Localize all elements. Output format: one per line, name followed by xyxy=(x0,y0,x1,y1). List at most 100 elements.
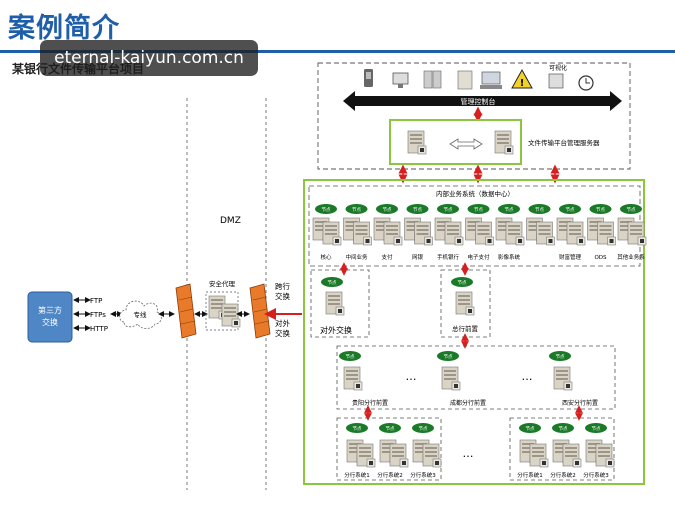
internal-title: 内部业务系统（数据中心） xyxy=(436,189,514,198)
proxy-label: 安全代理 xyxy=(209,279,236,288)
firewall-icon-right xyxy=(249,283,271,339)
phone-icon xyxy=(364,69,373,87)
node-badge xyxy=(339,351,361,361)
branch-server xyxy=(343,366,363,391)
system-server xyxy=(566,221,586,246)
watermark: eternal-kaiyun.com.cn xyxy=(40,40,258,76)
sub-branch-server xyxy=(529,443,549,468)
node-badge xyxy=(559,204,581,214)
system-server xyxy=(322,221,342,246)
external-label-1: 对外 xyxy=(275,318,290,328)
node-badge-label: 节点 xyxy=(627,207,636,213)
branch-label-0: 贵阳分行前置 xyxy=(352,399,388,407)
system-label-9: ODS xyxy=(594,255,607,261)
sub-branch-label: 分行系统2 xyxy=(550,471,576,479)
sub-branch-server xyxy=(422,443,442,468)
external-server xyxy=(325,291,345,316)
console-label: 管理控制台 xyxy=(461,97,496,106)
system-server xyxy=(505,221,525,246)
node-badge-label: 节点 xyxy=(352,207,361,213)
internal-zone xyxy=(303,179,645,485)
system-label-8: 财富管理 xyxy=(559,253,582,261)
protocol-http: HTTP xyxy=(90,325,108,333)
node-badge xyxy=(437,351,459,361)
node-badge-label: 节点 xyxy=(383,207,392,213)
external-exchange-box xyxy=(310,269,370,338)
system-server xyxy=(627,221,647,246)
system-server xyxy=(383,221,403,246)
node-badge xyxy=(467,204,490,214)
node-badge-label: 节点 xyxy=(474,207,483,213)
sub-branch-server xyxy=(562,443,582,468)
node-badge-label: 节点 xyxy=(458,280,467,286)
node-badge-label: 节点 xyxy=(592,426,601,432)
node-badge xyxy=(585,423,607,433)
dmz-label: DMZ xyxy=(220,216,241,226)
ellipsis-sub: … xyxy=(463,447,474,460)
printer-icon xyxy=(548,73,564,89)
node-badge xyxy=(376,204,398,214)
sub-branch-label: 分行系统1 xyxy=(517,471,543,479)
proxy-box xyxy=(205,291,239,331)
node-badge-label: 节点 xyxy=(353,426,362,432)
node-badge xyxy=(345,204,368,214)
node-badge xyxy=(412,423,434,433)
cloud-label: 专线 xyxy=(134,310,148,319)
sub-branch-label: 分行系统3 xyxy=(583,471,609,479)
firewall-icon-left xyxy=(175,283,197,339)
system-server xyxy=(536,221,555,246)
node-badge-label: 节点 xyxy=(526,426,535,432)
node-badge-label: 节点 xyxy=(346,354,355,360)
system-label-6: 影像系统 xyxy=(498,253,521,261)
system-label-5: 电子支付 xyxy=(467,253,490,261)
proxy-server-2 xyxy=(221,303,241,328)
node-badge xyxy=(315,204,337,214)
server-icon xyxy=(457,70,473,90)
branch-server xyxy=(553,366,573,391)
sub-branch-label: 分行系统3 xyxy=(410,471,436,479)
sync-arrow xyxy=(449,138,483,150)
node-badge xyxy=(498,204,520,214)
third-party-label-1: 第三方 xyxy=(38,305,62,315)
console-bus xyxy=(343,91,622,111)
branch-row xyxy=(336,345,616,410)
third-party-box xyxy=(27,291,73,343)
head-front-label: 总行前置 xyxy=(452,324,479,333)
title-underline xyxy=(0,50,675,53)
node-badge-label: 节点 xyxy=(328,280,337,286)
branch-items: 节点贵阳分行前置节点成都分行前置节点西安分行前置…… xyxy=(339,351,598,407)
node-badge xyxy=(451,277,473,287)
node-badge-label: 节点 xyxy=(386,426,395,432)
node-badge-label: 节点 xyxy=(505,207,514,213)
system-server xyxy=(597,221,616,246)
computer-icon xyxy=(480,71,502,89)
cross-label-2: 交换 xyxy=(275,291,290,301)
node-badge xyxy=(528,204,551,214)
node-badge xyxy=(437,204,459,214)
system-label-10: 其他业务系 xyxy=(617,253,645,261)
system-label-1: 中间业务 xyxy=(345,253,368,261)
server-rack-icon xyxy=(423,70,442,89)
system-label-0: 核心 xyxy=(320,253,332,261)
ellipsis-branch-0: … xyxy=(406,370,417,383)
cross-label-1: 跨行 xyxy=(275,281,290,291)
platform-server-b xyxy=(494,130,514,155)
node-badge-label: 节点 xyxy=(596,207,605,213)
protocol-ftp: FTP xyxy=(90,297,102,305)
node-badge-label: 节点 xyxy=(322,207,331,213)
node-badge-label: 节点 xyxy=(413,207,422,213)
system-label-4: 手机银行 xyxy=(437,253,460,261)
ellipsis-branch-1: … xyxy=(522,370,533,383)
node-badge xyxy=(406,204,429,214)
sub-branch-left-box xyxy=(336,417,442,481)
system-label-3: 网银 xyxy=(412,253,424,261)
node-badge xyxy=(549,351,571,361)
page-title: 案例简介 xyxy=(8,13,120,44)
system-server xyxy=(475,221,494,246)
node-badge xyxy=(379,423,401,433)
system-label-2: 支付 xyxy=(381,253,393,261)
node-badge-label: 节点 xyxy=(419,426,428,432)
node-badge-label: 节点 xyxy=(566,207,575,213)
